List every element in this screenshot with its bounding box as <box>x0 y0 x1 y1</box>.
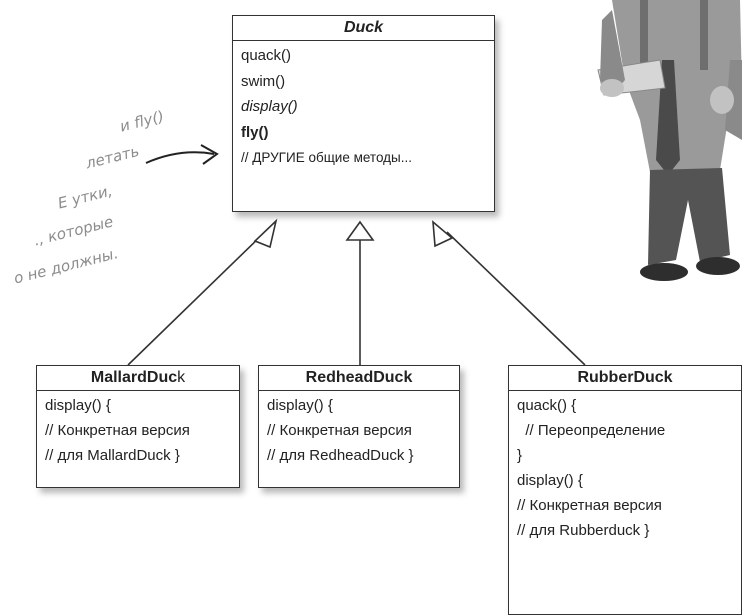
mallard-class-name-end: k <box>177 369 186 386</box>
rubber-line: quack() { <box>517 397 577 414</box>
duck-method-fly: fly() <box>241 123 269 141</box>
rubber-line: // для Rubberduck } <box>517 522 650 539</box>
redhead-class-name: RedheadDuck <box>259 366 459 391</box>
mallard-inheritance-line <box>127 231 266 366</box>
arrowhead-icon <box>200 144 219 165</box>
duck-methods: quack() swim() display() fly() // ДРУГИЕ… <box>233 41 494 171</box>
man-figure-icon <box>597 0 742 281</box>
rubber-methods: quack() { // Переопределение } display()… <box>509 391 741 543</box>
rubber-line: } <box>517 447 523 464</box>
redhead-methods: display() { // Конкретная версия // для … <box>259 391 459 468</box>
rubber-line: // Конкретная версия <box>517 497 662 514</box>
rubber-line: display() { <box>517 472 583 489</box>
duck-class-name: Duck <box>233 16 494 41</box>
duck-method-swim: swim() <box>241 72 286 90</box>
note-arrow <box>145 151 215 164</box>
mallard-line: // Конкретная версия <box>45 422 190 439</box>
duck-method-quack: quack() <box>241 47 292 64</box>
redhead-class-box: RedheadDuck display() { // Конкретная ве… <box>258 365 460 488</box>
redhead-line: // для RedheadDuck } <box>267 447 414 464</box>
mallard-class-name: MallardDuck <box>37 366 239 391</box>
rubber-inheritance-line <box>446 231 586 366</box>
duck-class-box: Duck quack() swim() display() fly() // Д… <box>232 15 495 212</box>
mallard-methods: display() { // Конкретная версия // для … <box>37 391 239 468</box>
redhead-triangle-icon <box>345 220 375 241</box>
redhead-line: display() { <box>267 397 333 414</box>
duck-method-display: display() <box>241 98 298 115</box>
redhead-line: // Конкретная версия <box>267 422 412 439</box>
mallard-line: // для MallardDuck } <box>45 447 180 464</box>
mallard-class-name-main: MallardDuc <box>90 369 178 386</box>
mallard-triangle-icon <box>253 218 278 249</box>
rubber-class-name: RubberDuck <box>509 366 741 391</box>
mallard-line: display() { <box>45 397 111 414</box>
rubber-line: // Переопределение <box>517 422 666 439</box>
duck-method-other: // ДРУГИЕ общие методы... <box>241 150 413 165</box>
rubber-triangle-icon <box>432 220 454 248</box>
rubber-class-box: RubberDuck quack() { // Переопределение … <box>508 365 742 615</box>
mallard-class-box: MallardDuck display() { // Конкретная ве… <box>36 365 240 488</box>
